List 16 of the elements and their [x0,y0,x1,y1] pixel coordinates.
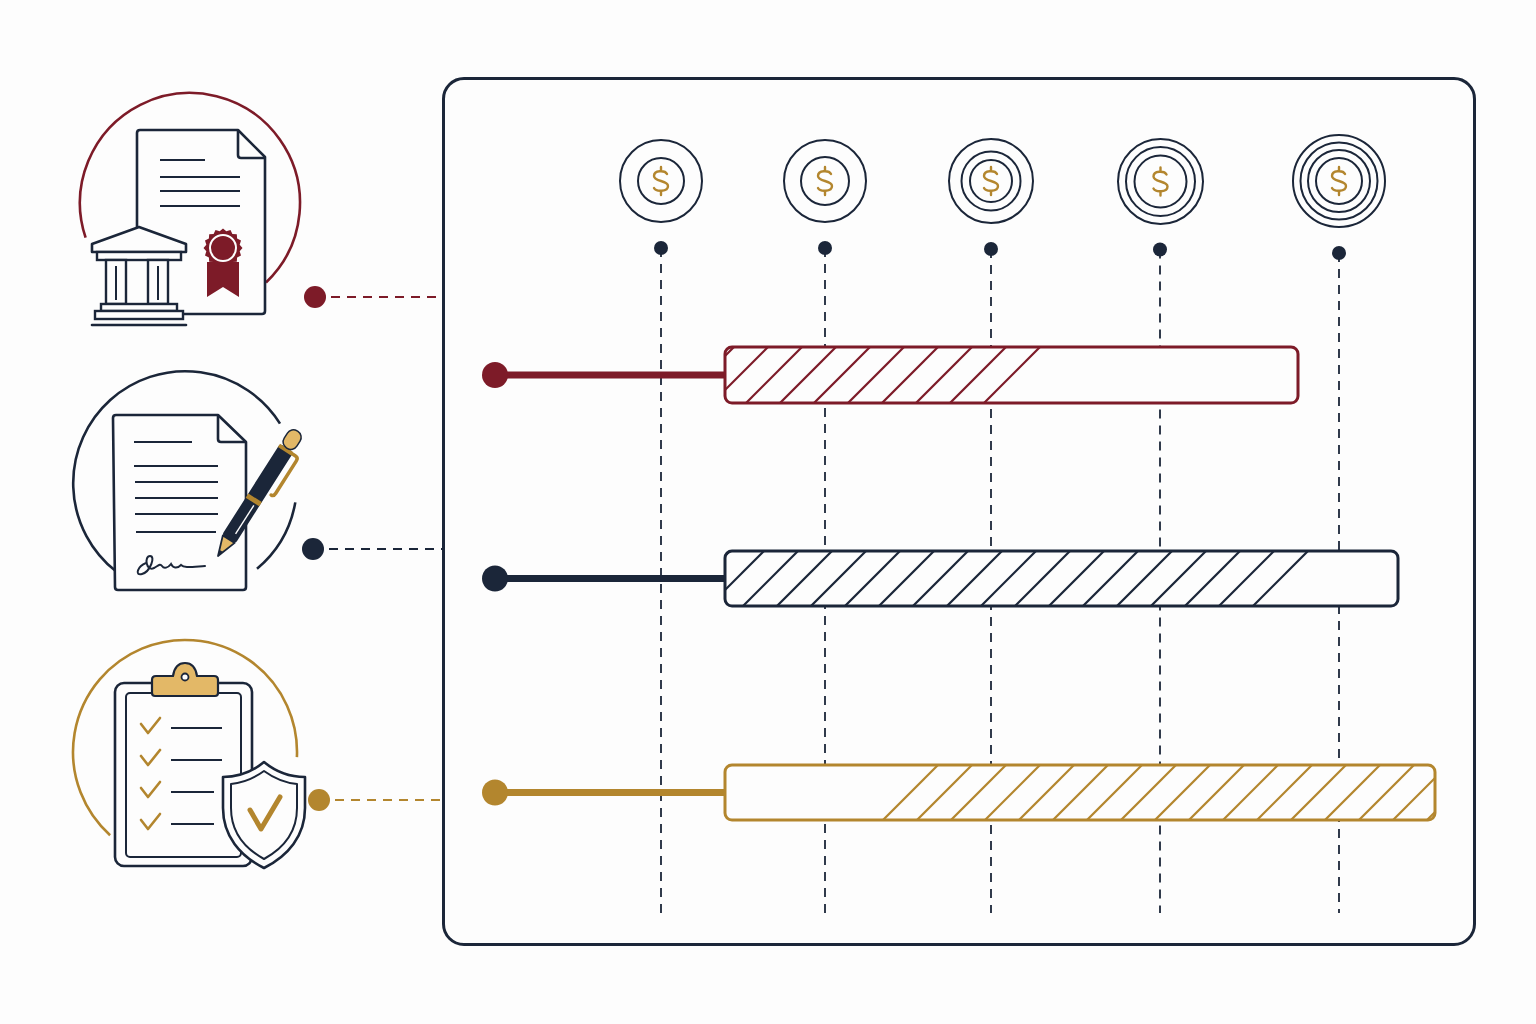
dollar-coin-icon [1115,136,1205,226]
certificate-bank-icon [76,89,304,329]
dollar-coin-icon [782,138,868,224]
hatched-bar [723,549,1400,608]
dashed-connector [302,538,445,560]
dashed-gridline [654,241,668,914]
leader-line [482,779,725,806]
clipboard-shield-icon [70,636,308,872]
dollar-coin-icon [947,137,1035,225]
leader-line [482,565,725,592]
leader-line [482,362,725,388]
hatched-bar [723,763,1437,822]
hatched-bar [723,345,1300,405]
dollar-coin-icon [1291,133,1387,229]
panel [442,77,1476,946]
dollar-coin-icon [618,138,704,224]
